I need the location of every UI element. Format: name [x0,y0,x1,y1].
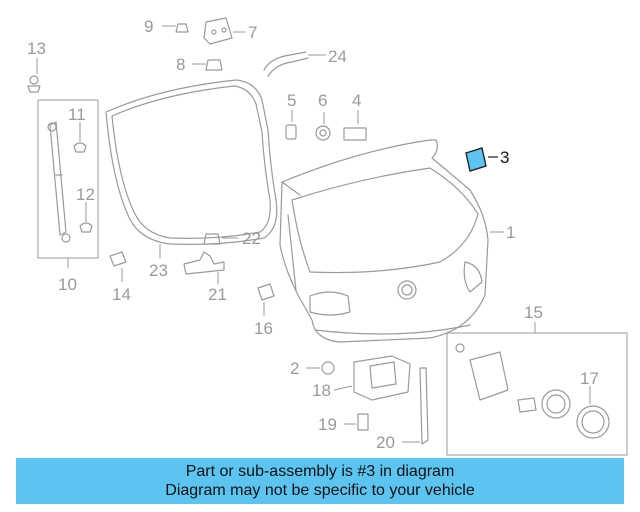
part-6-grommet[interactable] [315,125,331,141]
part-21-bracket[interactable] [183,251,225,275]
callout-24: 24 [328,47,347,66]
callout-8: 8 [176,55,185,74]
part-13-ball-stud[interactable] [27,75,41,93]
part-9-bolt[interactable] [175,23,189,33]
part-20-rod[interactable] [419,367,429,445]
part-1-liftgate[interactable] [279,139,489,343]
part-22-nut[interactable] [203,233,221,245]
part-19-bolt[interactable] [357,413,369,431]
callout-10: 10 [58,275,77,294]
part-14-bolt[interactable] [109,251,127,267]
part-15-handle-assembly[interactable] [455,343,537,413]
callout-21: 21 [208,285,227,304]
part-8-nut[interactable] [205,59,223,71]
callout-17: 17 [580,369,599,388]
callout-1: 1 [506,223,515,242]
callout-15: 15 [524,303,543,322]
callout-6: 6 [318,91,327,110]
callout-11: 11 [68,105,86,124]
banner-line-2: Diagram may not be specific to your vehi… [165,482,475,499]
part-15-group-box [446,332,628,456]
part-10-gas-strut[interactable] [47,121,71,243]
callout-16: 16 [254,319,273,338]
callout-18: 18 [312,381,331,400]
callout-5: 5 [287,91,296,110]
part-24-hose[interactable] [263,51,309,77]
callout-7: 7 [248,23,257,42]
part-23-seal[interactable] [105,79,278,245]
callout-23: 23 [149,261,168,280]
part-2-nut[interactable] [321,361,335,375]
part-5-bumper[interactable] [285,124,297,140]
callout-4: 4 [352,91,361,110]
callout-14: 14 [112,285,131,304]
part-12-clip[interactable] [79,222,93,233]
callout-9: 9 [144,17,153,36]
part-18-latch[interactable] [353,355,411,401]
callout-19: 19 [318,415,337,434]
part-17-emblem[interactable] [541,389,610,439]
part-16-bolt[interactable] [257,283,275,301]
part-11-clip[interactable] [73,142,87,153]
callout-22: 22 [242,229,261,248]
callout-20: 20 [376,433,395,452]
callout-2: 2 [290,359,299,378]
callout-13: 13 [27,39,46,58]
banner-line-1: Part or sub-assembly is #3 in diagram [185,463,455,480]
callout-3: 3 [500,148,509,167]
part-7-hinge[interactable] [203,17,233,45]
info-banner: Part or sub-assembly is #3 in diagram Di… [16,458,624,504]
callout-12: 12 [76,185,95,204]
part-3-highlighted[interactable] [465,147,487,172]
leader-lines [36,25,591,443]
part-4-pin[interactable] [343,127,367,141]
